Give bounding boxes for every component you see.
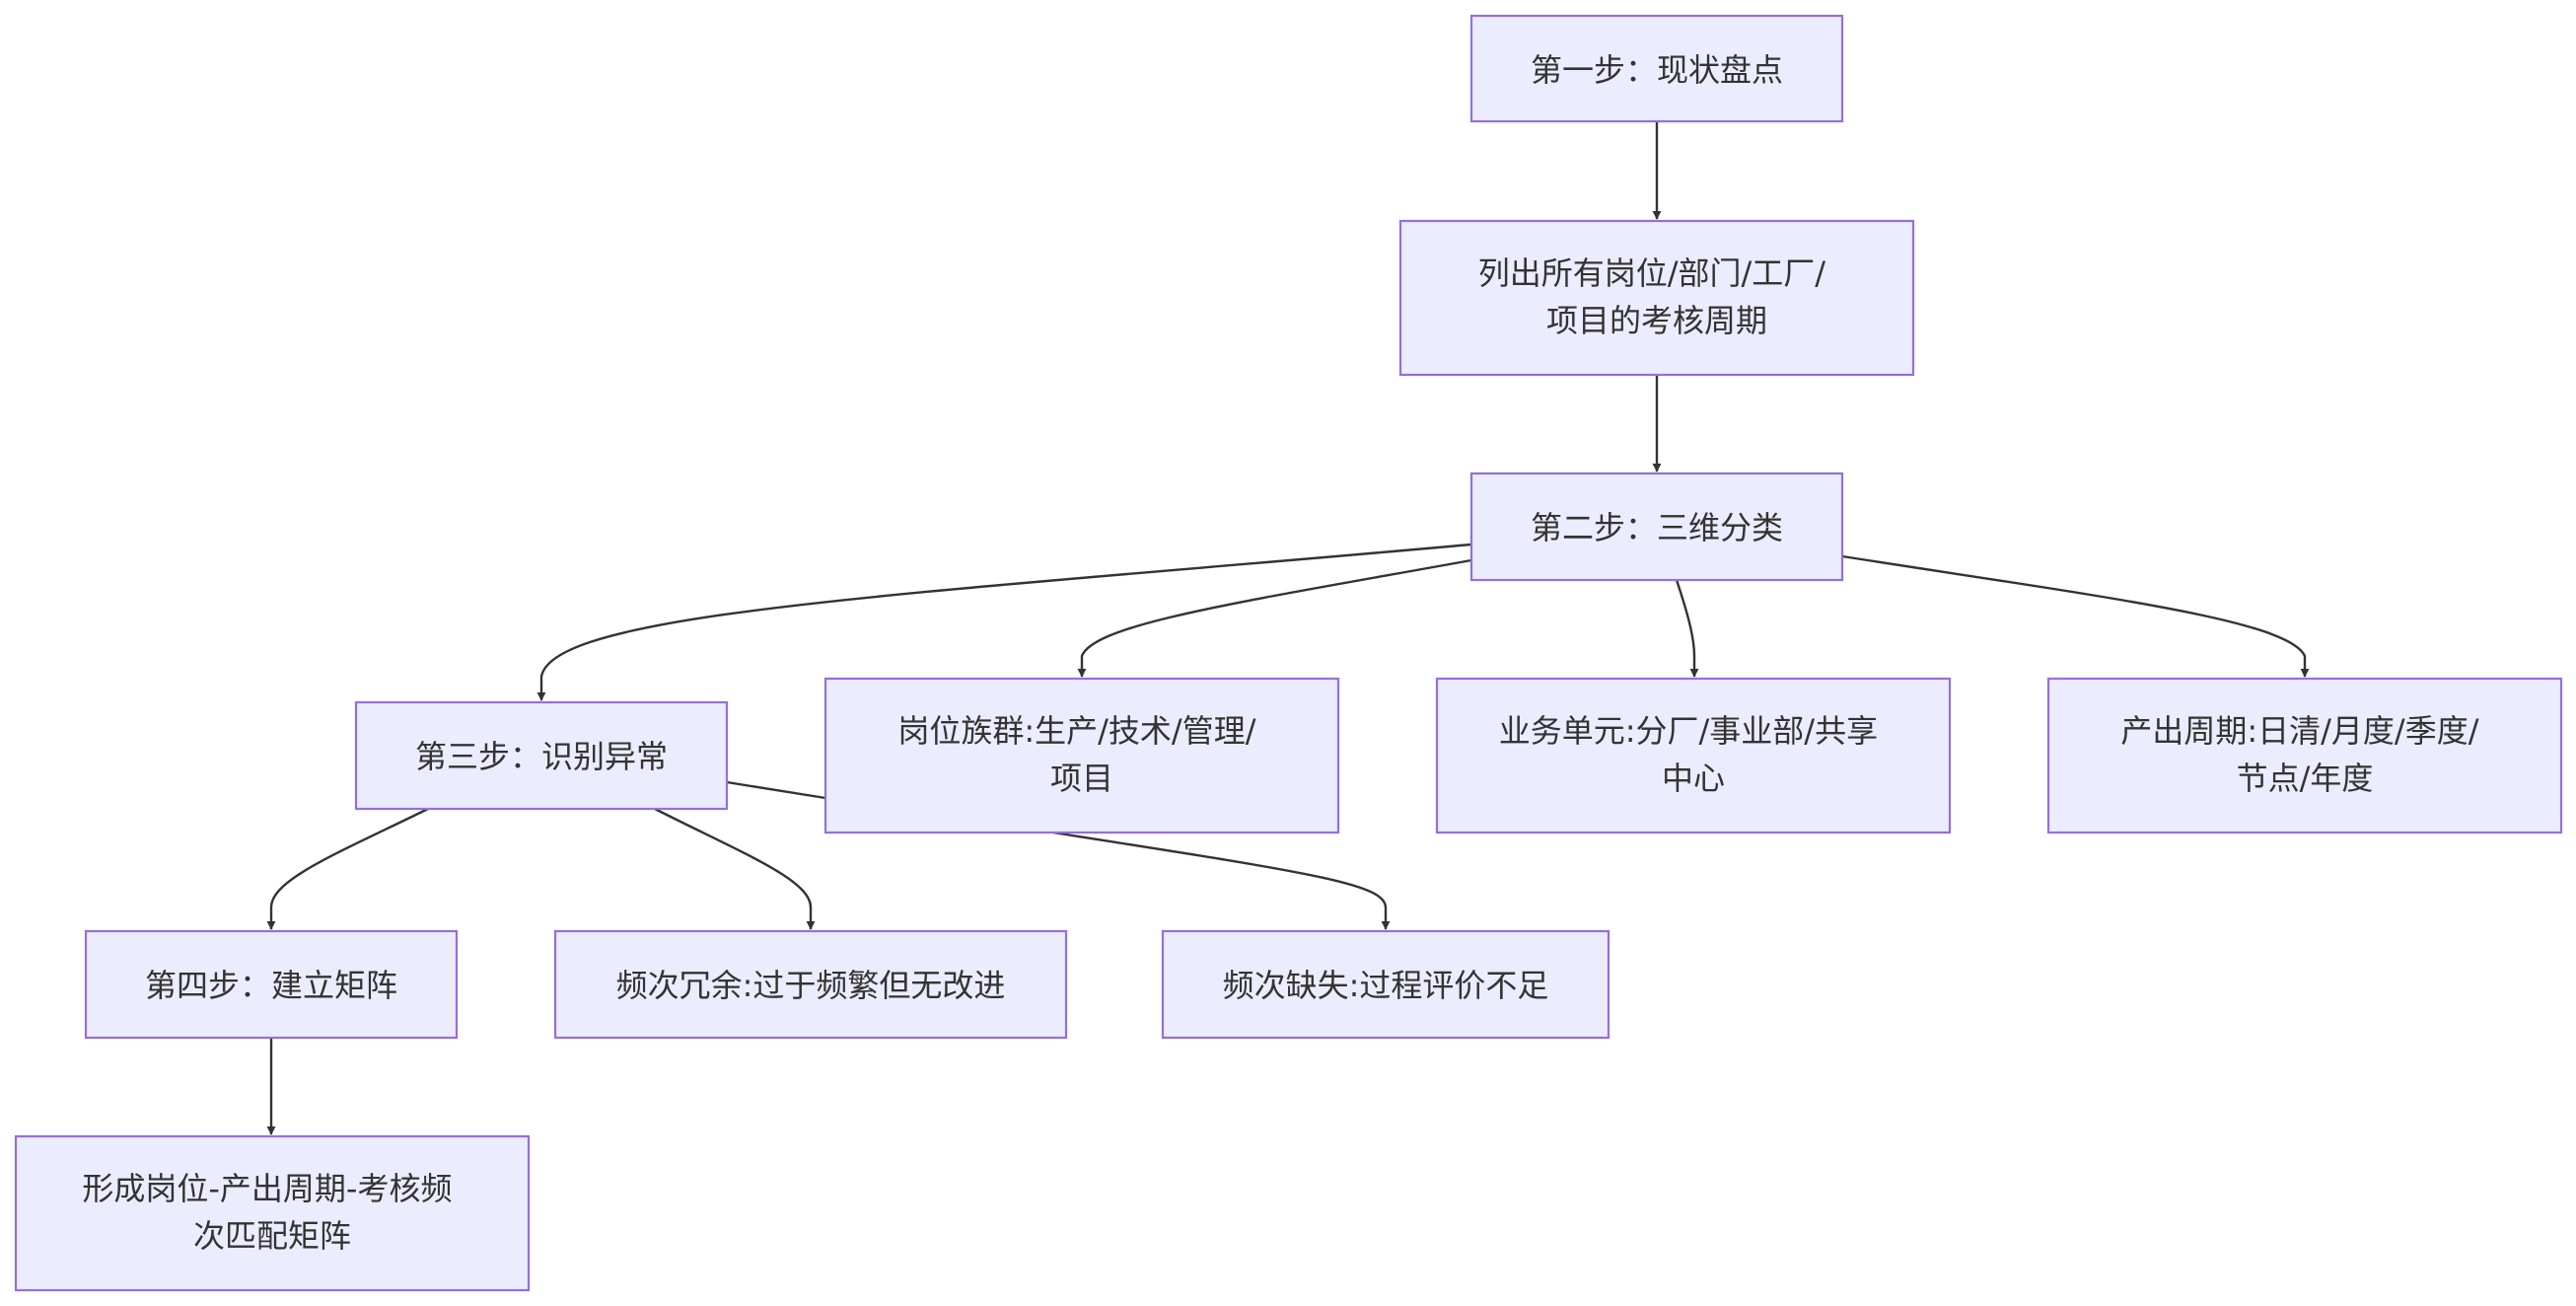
node-label-line: 第三步：识别异常 [415, 738, 668, 775]
edges-layer [266, 121, 2310, 1135]
node-label-line: 列出所有岗位/部门/工厂/ [1478, 254, 1826, 292]
node-label-line: 次匹配矩阵 [193, 1217, 351, 1255]
node-form-matrix[interactable]: 形成岗位-产出周期-考核频 次匹配矩阵 [14, 1134, 531, 1292]
svg-text:岗位族群:生产/技术/管理/ 项目: 岗位族群:生产/技术/管理/ 项目 [897, 712, 1265, 797]
svg-text:第四步：建立矩阵: 第四步：建立矩阵 [145, 967, 397, 1004]
node-label-line: 业务单元:分厂/事业部/共享 [1499, 712, 1878, 750]
node-job-family[interactable]: 岗位族群:生产/技术/管理/ 项目 [823, 677, 1340, 834]
svg-text:形成岗位-产出周期-考核频 次匹配矩阵: 形成岗位-产出周期-考核频 次匹配矩阵 [82, 1170, 462, 1255]
node-label-line: 项目 [1050, 760, 1113, 797]
edge-n3-n6 [1675, 579, 1699, 678]
node-label-line: 第二步：三维分类 [1531, 509, 1783, 546]
node-step2-classify[interactable]: 第二步：三维分类 [1469, 472, 1844, 582]
node-step3-anomaly[interactable]: 第三步：识别异常 [354, 700, 729, 811]
svg-text:频次缺失:过程评价不足: 频次缺失:过程评价不足 [1223, 967, 1549, 1004]
svg-text:第二步：三维分类: 第二步：三维分类 [1531, 509, 1783, 546]
edge-n3-n4 [537, 543, 1472, 701]
svg-text:第一步：现状盘点: 第一步：现状盘点 [1531, 51, 1783, 89]
node-frequency-missing[interactable]: 频次缺失:过程评价不足 [1161, 929, 1610, 1040]
nodes-layer: 第一步：现状盘点 列出所有岗位/部门/工厂/ 项目的考核周期 第二步：三维分类 … [14, 14, 2563, 1292]
edge-n4-n10-right [1052, 831, 1391, 930]
node-label-line: 产出周期:日清/月度/季度/ [2120, 712, 2478, 750]
node-label-line: 频次冗余:过于频繁但无改进 [616, 967, 1006, 1004]
svg-text:频次冗余:过于频繁但无改进: 频次冗余:过于频繁但无改进 [616, 967, 1006, 1004]
node-business-unit[interactable]: 业务单元:分厂/事业部/共享 中心 [1435, 677, 1952, 834]
svg-text:产出周期:日清/月度/季度/ 节点/年度: 产出周期:日清/月度/季度/ 节点/年度 [2120, 712, 2488, 797]
node-label-line: 岗位族群:生产/技术/管理/ [897, 712, 1255, 750]
svg-text:业务单元:分厂/事业部/共享 中心: 业务单元:分厂/事业部/共享 中心 [1499, 712, 1889, 797]
edge-n3-n5 [1077, 558, 1472, 678]
node-step4-matrix[interactable]: 第四步：建立矩阵 [84, 929, 459, 1040]
node-label-line: 项目的考核周期 [1546, 302, 1767, 339]
node-step1-inventory[interactable]: 第一步：现状盘点 [1469, 14, 1844, 123]
svg-text:第三步：识别异常: 第三步：识别异常 [415, 738, 668, 775]
edge-n4-n10-left [726, 780, 826, 800]
node-label-line: 形成岗位-产出周期-考核频 [82, 1170, 452, 1207]
node-label-line: 节点/年度 [2237, 760, 2374, 797]
node-label-line: 第一步：现状盘点 [1531, 51, 1783, 89]
svg-text:列出所有岗位/部门/工厂/ 项目的考核周期: 列出所有岗位/部门/工厂/ 项目的考核周期 [1478, 254, 1836, 339]
edge-n4-n9 [654, 807, 816, 930]
edge-n3-n7 [1841, 554, 2310, 678]
node-label-line: 中心 [1662, 760, 1725, 797]
node-label-line: 第四步：建立矩阵 [145, 967, 397, 1004]
node-frequency-redundant[interactable]: 频次冗余:过于频繁但无改进 [553, 929, 1068, 1040]
node-label-line: 频次缺失:过程评价不足 [1223, 967, 1549, 1004]
node-list-cycles[interactable]: 列出所有岗位/部门/工厂/ 项目的考核周期 [1398, 219, 1915, 377]
node-output-cycle[interactable]: 产出周期:日清/月度/季度/ 节点/年度 [2046, 677, 2563, 834]
edge-n4-n8 [266, 807, 429, 930]
